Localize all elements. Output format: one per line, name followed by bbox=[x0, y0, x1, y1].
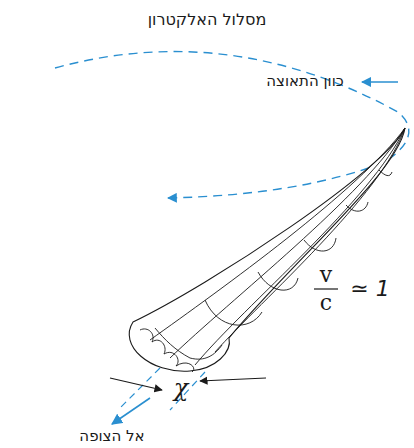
acceleration-arrow bbox=[362, 81, 398, 83]
ratio-value: ≃ 1 bbox=[350, 277, 389, 301]
fraction-bar bbox=[314, 288, 338, 289]
observer-label: אל הצופה bbox=[79, 428, 144, 445]
angle-arrow bbox=[110, 378, 162, 390]
velocity-symbol: v bbox=[320, 263, 332, 287]
angle-symbol: χ bbox=[174, 375, 189, 401]
orbit-path bbox=[55, 52, 409, 198]
angle-arrow bbox=[200, 378, 266, 381]
orbit-label: מסלול האלקטרון bbox=[148, 11, 267, 29]
beam-edge bbox=[118, 368, 160, 410]
beam-edge bbox=[170, 372, 205, 410]
radiation-cone bbox=[129, 128, 405, 372]
observer-arrow bbox=[112, 398, 150, 424]
light-speed-symbol: c bbox=[320, 291, 332, 315]
acceleration-label: כוון התאוצה bbox=[266, 73, 343, 90]
